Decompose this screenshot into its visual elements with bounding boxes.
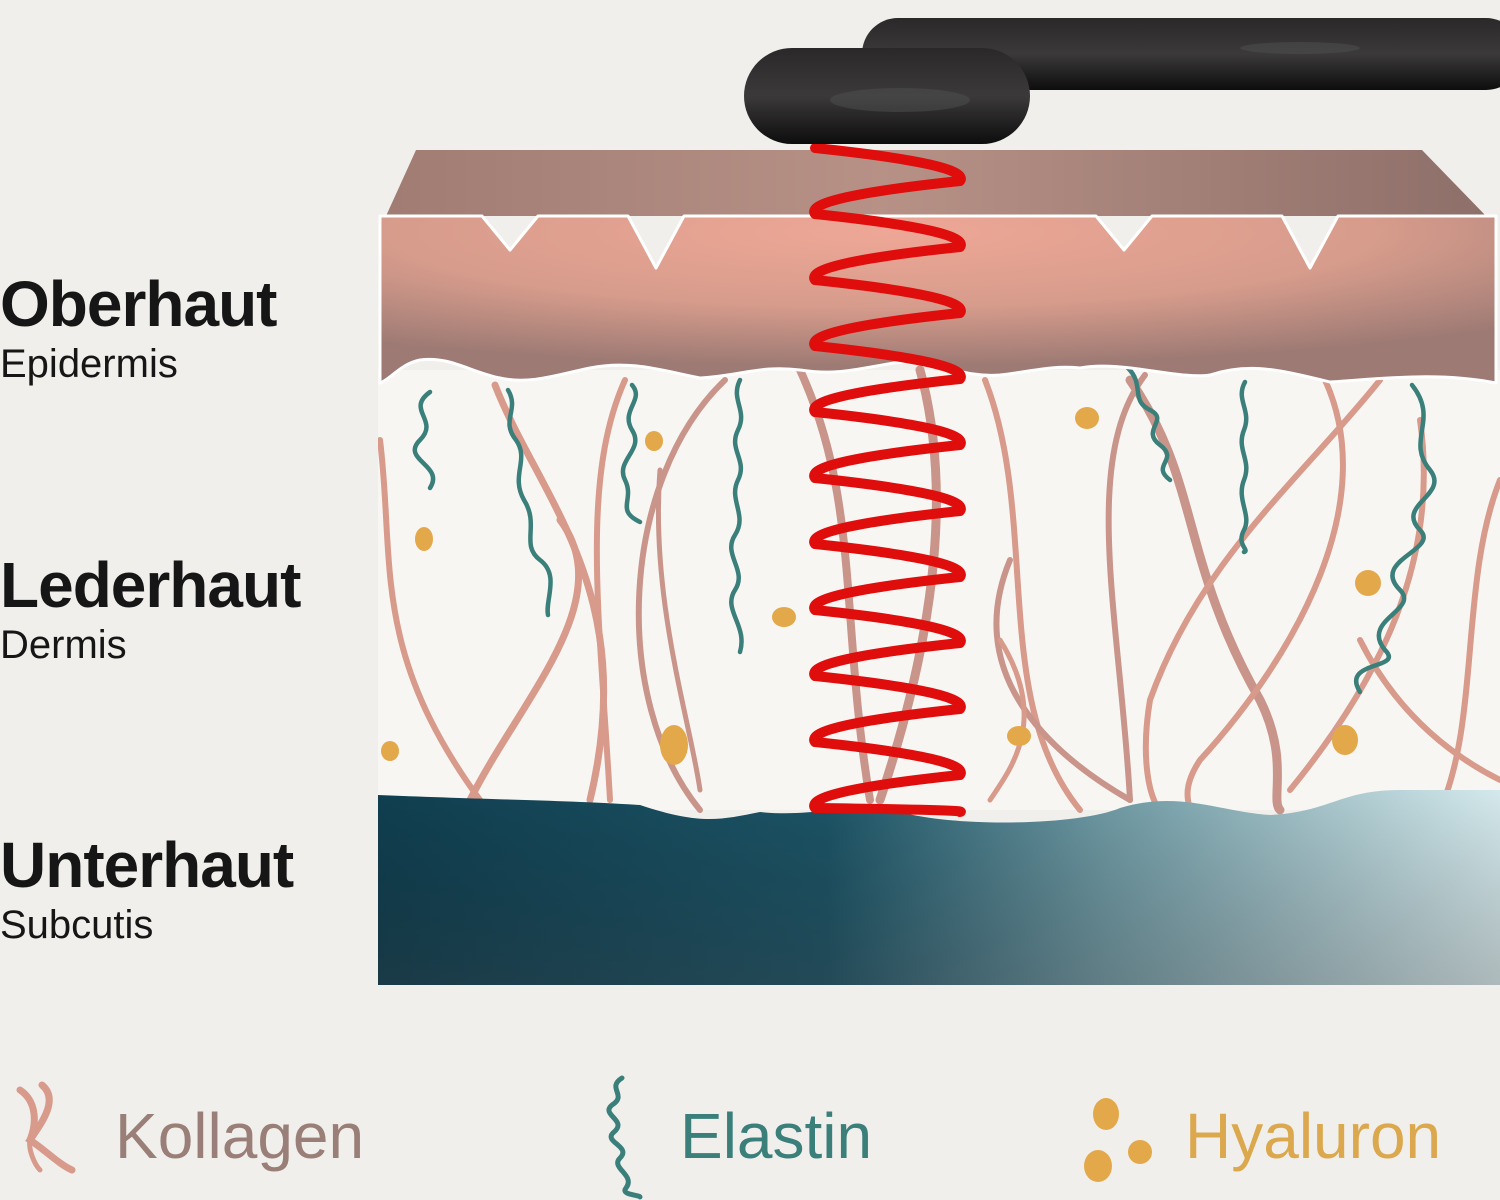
hyaluron-dots-icon bbox=[1084, 1098, 1152, 1182]
collagen-fibers bbox=[378, 365, 1500, 815]
label-dermis-name: Lederhaut bbox=[0, 549, 301, 621]
label-epidermis: Oberhaut Epidermis bbox=[0, 268, 277, 386]
legend-elastin-label: Elastin bbox=[680, 1100, 873, 1172]
radiofrequency-applicator-icon bbox=[744, 18, 1500, 144]
subcutis-shade bbox=[378, 790, 1500, 985]
label-subcutis-name: Unterhaut bbox=[0, 829, 294, 901]
elastin-fibers bbox=[412, 365, 1437, 695]
collagen-fiber-icon bbox=[16, 1081, 76, 1174]
hyaluron-dots bbox=[381, 407, 1381, 765]
label-epidermis-name: Oberhaut bbox=[0, 268, 277, 340]
label-subcutis-latin: Subcutis bbox=[0, 903, 154, 947]
label-dermis: Lederhaut Dermis bbox=[0, 549, 301, 667]
legend-hyaluron-label: Hyaluron bbox=[1185, 1100, 1442, 1172]
label-dermis-latin: Dermis bbox=[0, 623, 127, 667]
label-epidermis-latin: Epidermis bbox=[0, 342, 178, 386]
elastin-fiber-icon bbox=[606, 1075, 643, 1200]
legend-kollagen-label: Kollagen bbox=[115, 1100, 365, 1172]
label-subcutis: Unterhaut Subcutis bbox=[0, 829, 294, 947]
rf-energy-wave-icon bbox=[809, 143, 966, 817]
